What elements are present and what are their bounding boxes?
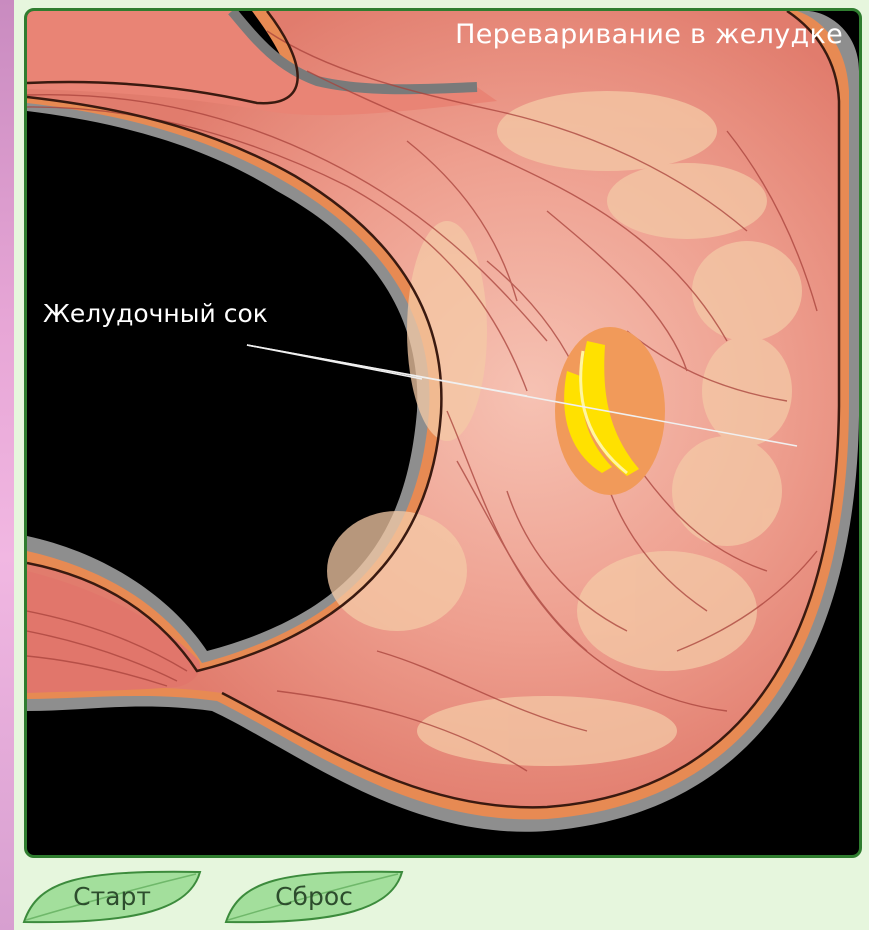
stomach-diagram	[27, 11, 859, 855]
diagram-title: Переваривание в желудке	[455, 19, 843, 50]
start-button[interactable]: Старт	[20, 868, 204, 926]
reset-button-label: Сброс	[222, 868, 406, 926]
side-strip	[0, 0, 14, 930]
start-button-label: Старт	[20, 868, 204, 926]
reset-button[interactable]: Сброс	[222, 868, 406, 926]
gastric-juice-label: Желудочный сок	[43, 299, 268, 328]
animation-frame: Переваривание в желудке Желудочный сок	[24, 8, 862, 858]
